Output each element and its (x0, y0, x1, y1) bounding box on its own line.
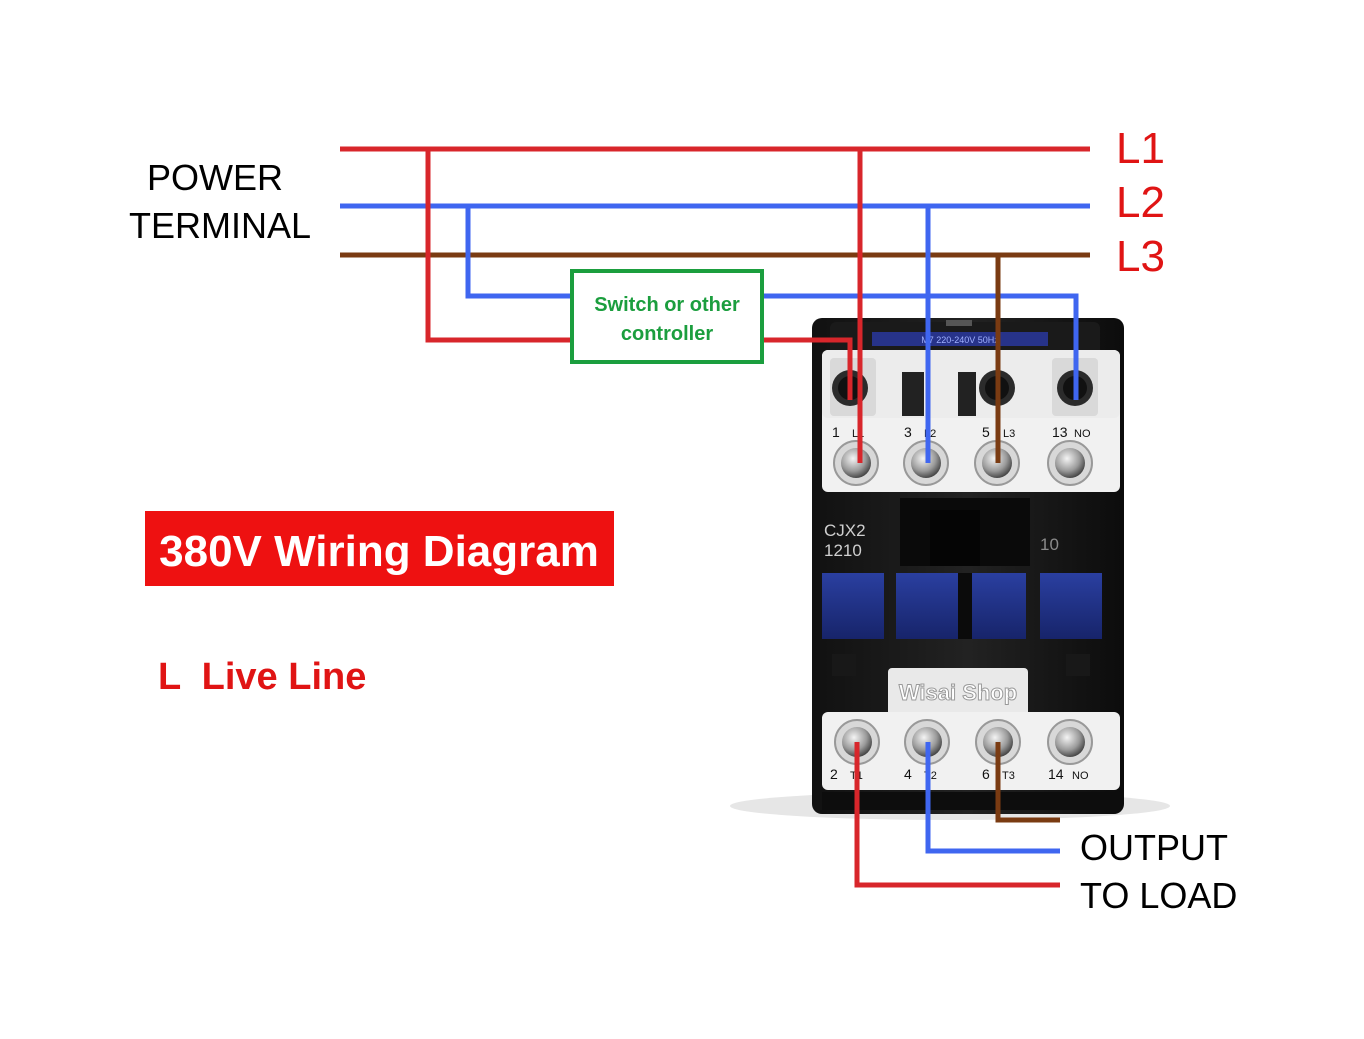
output-t2-wire (925, 742, 1060, 854)
top-vent (946, 320, 972, 326)
line-label-l1: L1 (1116, 124, 1165, 173)
control-blue-wire (465, 206, 572, 299)
line-label-l3: L3 (1116, 232, 1165, 281)
lower-terminal-block (822, 712, 1120, 790)
watermark-label (888, 668, 1028, 716)
title-banner: 380V Wiring Diagram (145, 511, 614, 586)
output-t3-wire (995, 742, 1060, 823)
terminal-tag: NO (1074, 428, 1091, 440)
terminal-num: 14 (1048, 766, 1064, 782)
controller-box: Switch or other controller (570, 269, 764, 364)
rating-plate-text: M7 220-240V 50Hz (921, 335, 999, 345)
blue-windows (822, 573, 1102, 639)
model-line2: 1210 (824, 541, 862, 560)
model-line1: CJX2 (824, 521, 866, 540)
terminal-num: 1 (832, 424, 840, 440)
terminal-num: 5 (982, 424, 990, 440)
wires (340, 146, 1090, 888)
terminal-num: 6 (982, 766, 990, 782)
legend-live-line: L Live Line (158, 656, 366, 698)
terminal-tag: T3 (1002, 770, 1015, 782)
coil-blue-wire (763, 293, 1079, 400)
line-label-l2: L2 (1116, 178, 1165, 227)
contactor: M7 220-240V 50Hz 1 L1 3 L2 5 L3 (730, 318, 1170, 820)
output-label-line1: OUTPUT (1080, 827, 1228, 868)
control-red-wire (425, 149, 572, 343)
side-number: 10 (1040, 535, 1059, 554)
control-red-out-wire (763, 337, 853, 400)
power-terminal-label-line2: TERMINAL (129, 205, 311, 246)
terminal-tag: L3 (1003, 428, 1015, 440)
output-t1-wire (854, 742, 1060, 888)
output-label-line2: TO LOAD (1080, 875, 1237, 916)
title-banner-text: 380V Wiring Diagram (159, 527, 599, 576)
terminal-num: 3 (904, 424, 912, 440)
power-terminal-label-line1: POWER (147, 157, 283, 198)
controller-label-line1: Switch or other (594, 294, 740, 316)
terminal-tag: NO (1072, 770, 1089, 782)
terminal-num: 2 (830, 766, 838, 782)
rating-plate (872, 332, 1048, 346)
terminal-num: 4 (904, 766, 912, 782)
controller-label-line2: controller (621, 323, 713, 345)
terminal-num: 13 (1052, 424, 1068, 440)
watermark-text: Wisai Shop (899, 680, 1017, 705)
